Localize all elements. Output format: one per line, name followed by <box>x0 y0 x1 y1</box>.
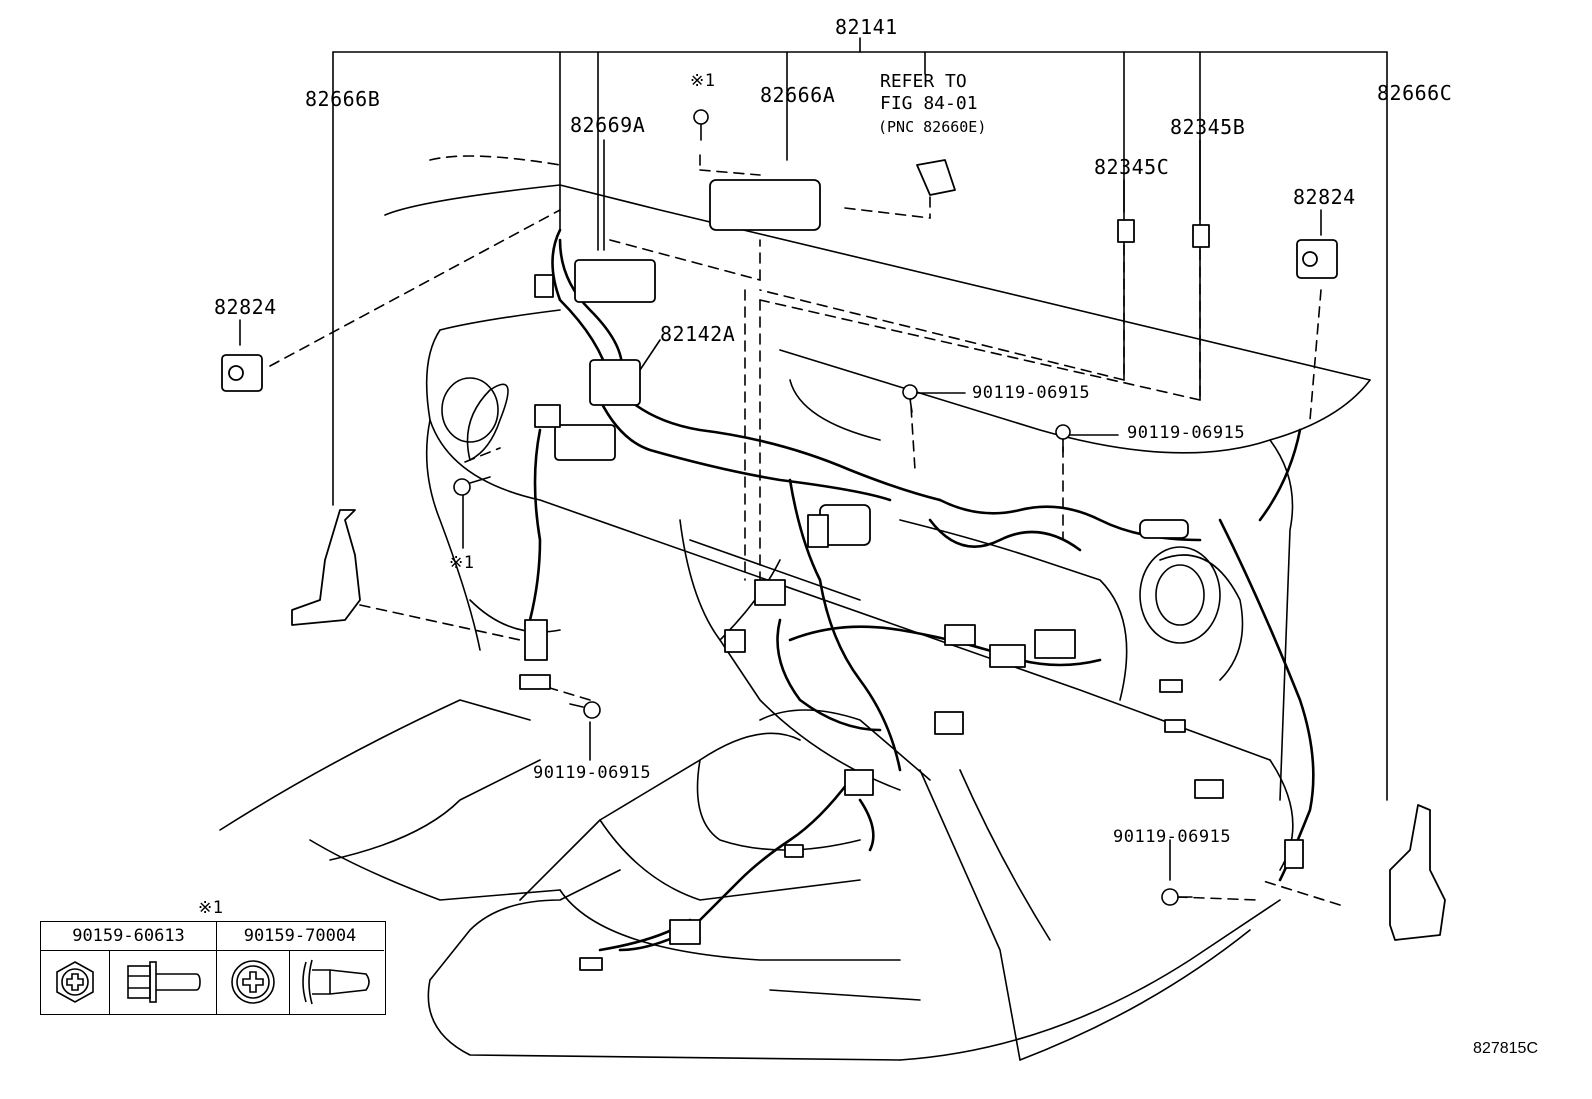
label-82142A[interactable]: 82142A <box>660 322 736 346</box>
dashboard-outline <box>219 155 1371 1061</box>
refer-note-line1: REFER TO <box>880 71 967 92</box>
fastener-col1-header[interactable]: 90159-60613 <box>41 922 216 951</box>
table-divider-col1 <box>109 950 110 1014</box>
clamp-82824-left-hole <box>228 365 244 381</box>
part-82660E <box>916 159 956 196</box>
junction-block-82666A <box>709 179 821 231</box>
label-82666B[interactable]: 82666B <box>305 87 381 111</box>
flange-bolt-side-icon <box>110 950 216 1014</box>
bolt-top-note <box>693 109 709 141</box>
label-82666C[interactable]: 82666C <box>1377 81 1453 105</box>
bolt-upper-1 <box>902 384 918 413</box>
connector-82345C <box>1117 219 1135 243</box>
note-mark-top: ※1 <box>690 71 716 91</box>
refer-note-line3: (PNC 82660E) <box>878 118 987 136</box>
label-82345B[interactable]: 82345B <box>1170 115 1246 139</box>
bracket-82666C <box>1389 804 1446 941</box>
table-divider-col2 <box>289 950 290 1014</box>
bolts <box>453 109 1193 906</box>
label-82345C[interactable]: 82345C <box>1094 155 1170 179</box>
bolt-left-note <box>453 476 491 496</box>
bolt-lower-left <box>569 701 601 719</box>
label-bolt-upper-1[interactable]: 90119-06915 <box>972 383 1091 403</box>
bolt-upper-2 <box>1055 424 1071 453</box>
bracket-82666B <box>291 509 361 626</box>
fastener-table: 90159-60613 90159-70004 <box>40 921 386 1015</box>
label-82141[interactable]: 82141 <box>835 15 898 39</box>
label-bolt-lower-left[interactable]: 90119-06915 <box>533 763 652 783</box>
label-82669A[interactable]: 82669A <box>570 113 646 137</box>
label-bolt-lower-right[interactable]: 90119-06915 <box>1113 827 1232 847</box>
table-divider-main <box>216 922 217 1014</box>
note-mark-table: ※1 <box>198 898 224 918</box>
label-82824-left[interactable]: 82824 <box>214 295 277 319</box>
round-head-phillips-icon <box>217 950 289 1014</box>
bracket-82141-leader <box>332 37 1388 801</box>
note-mark-left: ※1 <box>449 553 475 573</box>
connector-82669A <box>574 259 656 303</box>
label-82824-right[interactable]: 82824 <box>1293 185 1356 209</box>
refer-note-line2: FIG 84-01 <box>880 93 978 114</box>
hex-head-phillips-icon <box>41 950 109 1014</box>
clip-rivet-side-icon <box>290 950 385 1014</box>
clamp-82824-right-hole <box>1302 251 1318 267</box>
label-bolt-upper-2[interactable]: 90119-06915 <box>1127 423 1246 443</box>
illustration-code: 827815C <box>1473 1040 1538 1057</box>
leader-lines <box>239 139 1322 881</box>
bolt-lower-right <box>1161 888 1193 906</box>
label-82666A[interactable]: 82666A <box>760 83 836 107</box>
harness-components <box>221 159 1446 971</box>
connector-82345B <box>1192 224 1210 248</box>
fastener-col2-header[interactable]: 90159-70004 <box>216 922 384 951</box>
